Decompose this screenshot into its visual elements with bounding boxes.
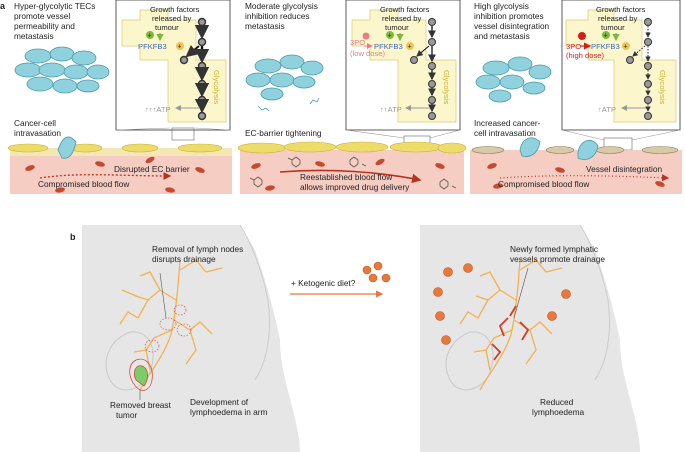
scenario1-title-line4: metastasis — [14, 31, 54, 41]
removed-lymph-nodes — [144, 304, 192, 353]
scenario1-event-line2: intravasation — [14, 128, 61, 138]
svg-text:+: + — [148, 33, 152, 40]
body-silhouette-left — [82, 225, 300, 452]
metabolic-inset: Growth factors released by tumour + PFKF… — [115, 0, 231, 131]
gf3-line2: released by — [598, 14, 637, 23]
inhibitor-high-line1: 3PO — [566, 42, 581, 51]
disintegration-label: Vessel disintegration — [586, 164, 662, 174]
scenario3-title-line3: vessel disintegration — [474, 21, 550, 31]
barrier-label: Disrupted EC barrier — [114, 164, 190, 174]
gf3-line3: tumour — [601, 23, 625, 32]
enzyme-label: PFKFB3 — [138, 42, 167, 51]
red-blood-cells-3 — [487, 163, 665, 189]
scenario1-title-line2: promote vessel — [14, 11, 70, 21]
new-vessels-line1: Newly formed lymphatic — [510, 244, 598, 254]
scenario1-title-line1: Hyper-glycolytic TECs — [14, 1, 95, 11]
inhibitor-low-line2: (low dose) — [350, 49, 385, 58]
tumour-cell-cluster — [14, 46, 110, 94]
svg-text:+: + — [388, 33, 392, 40]
gf-line1: Growth factors — [150, 5, 200, 14]
atp2-label: ↑↑ATP — [380, 105, 402, 114]
scenario1-title-line3: permeability and — [14, 21, 75, 31]
ketogenic-diet-label: + Ketogenic diet? — [291, 278, 356, 288]
scenario3-event-line1: Increased cancer- — [474, 118, 541, 128]
red-blood-cells — [25, 156, 205, 193]
lymphatic-network-left — [119, 259, 223, 391]
inhibitor-low-line1: 3PO — [350, 38, 365, 47]
enzyme2-label: PFKFB3 — [374, 42, 403, 51]
red-blood-cells-2 — [251, 158, 445, 191]
detached-cells — [257, 97, 320, 112]
reduced-line2: lymphoedema — [532, 407, 585, 417]
scenario2-event: EC-barrier tightening — [245, 128, 322, 138]
svg-text:+: + — [178, 44, 182, 51]
lymphoedema-line1: Development of — [190, 397, 249, 407]
panel-b-label: b — [70, 232, 76, 242]
removal-line2: disrupts drainage — [152, 254, 216, 264]
atp3-label: ↑ATP — [598, 105, 616, 114]
gf-line3: tumour — [155, 23, 179, 32]
removed-tumor — [134, 365, 148, 387]
svg-text:+: + — [604, 33, 608, 40]
svg-text:+: + — [408, 44, 412, 51]
scenario-moderate-inhibition: Moderate glycolysis inhibition reduces m… — [237, 0, 467, 194]
scenario3-event-line2: cell intravasation — [474, 128, 536, 138]
metabolic-inset-3: Growth factors released by tumour + 3PO … — [561, 0, 681, 131]
enzyme3-label: PFKFB3 — [591, 42, 620, 51]
vessel-lumen — [10, 150, 232, 194]
scenario3-title-line1: High glycolysis — [474, 1, 529, 11]
tumor-line2: tumor — [116, 410, 137, 420]
removal-line1: Removal of lymph nodes — [152, 244, 243, 254]
scenario1-event-line1: Cancer-cell — [14, 118, 56, 128]
gf-line2: released by — [152, 14, 191, 23]
flow2-line2: allows improved drug delivery — [300, 182, 410, 192]
ketone-bodies-icon — [362, 261, 391, 283]
new-lymphatic-vessels — [491, 305, 530, 361]
gf2-line2: released by — [382, 14, 421, 23]
reduced-line1: Reduced — [540, 397, 574, 407]
gf2-line3: tumour — [385, 23, 409, 32]
scenario2-title-line1: Moderate glycolysis — [245, 1, 318, 11]
scenario3-title-line4: and metastasis — [474, 31, 530, 41]
flow-label: Compromised blood flow — [38, 179, 130, 189]
body-silhouette-right — [420, 225, 640, 452]
scenario-hyperglycolytic: Hyper-glycolytic TECs promote vessel per… — [7, 0, 232, 194]
drug-molecules — [249, 156, 457, 190]
tumour-cell-cluster-2 — [245, 54, 324, 101]
intravasating-cell — [57, 136, 77, 159]
glycolysis3-label: Glycolysis — [658, 70, 667, 104]
glycolysis2-label: Glycolysis — [442, 70, 451, 104]
endothelial-cells-2 — [237, 141, 467, 154]
scenario3-title-line2: inhibition promotes — [474, 11, 544, 21]
scenario2-title-line3: metastasis — [245, 21, 285, 31]
vessel-lumen-3 — [470, 150, 682, 194]
tumour-cell-cluster-3 — [475, 56, 552, 103]
panel-a-label: a — [0, 1, 6, 11]
scenario-high-inhibition: High glycolysis inhibition promotes vess… — [470, 0, 682, 194]
atp-label: ↑↑↑ATP — [145, 105, 171, 114]
endothelial-cells — [7, 143, 223, 153]
ketone-bodies-right — [433, 263, 571, 345]
tumor-line1: Removed breast — [110, 400, 172, 410]
lymphoedema-line2: lymphoedema in arm — [190, 407, 268, 417]
metabolic-inset-2: Growth factors released by tumour + 3PO … — [345, 0, 461, 131]
inhibitor-high-line2: (high dose) — [566, 51, 604, 60]
svg-text:+: + — [624, 44, 628, 51]
flow3-label: Compromised blood flow — [498, 179, 590, 189]
flow2-line1: Reestablished blood flow — [300, 172, 393, 182]
glycolysis-label: Glycolysis — [212, 70, 221, 104]
scenario2-title-line2: inhibition reduces — [245, 11, 310, 21]
new-vessels-line2: vessels promote drainage — [510, 254, 605, 264]
gf3-line1: Growth factors — [596, 5, 646, 14]
gf2-line1: Growth factors — [380, 5, 430, 14]
